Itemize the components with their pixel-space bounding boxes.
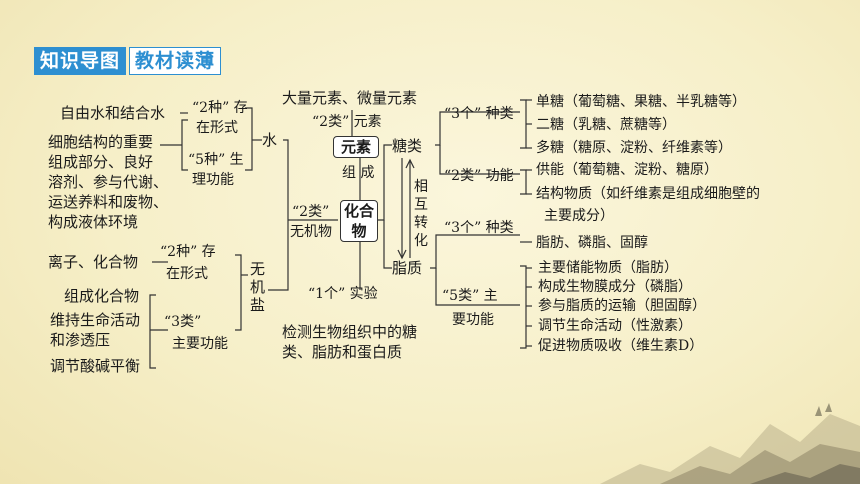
conversion-2: 互 — [414, 197, 428, 213]
lipid-types: 脂肪、磷脂、固醇 — [536, 235, 648, 251]
lipid-five-types-2: 要功能 — [452, 312, 494, 328]
conversion-1: 相 — [414, 179, 428, 195]
salt-title-2: 机 — [250, 278, 266, 296]
inorganic-label: “2类” — [292, 204, 330, 220]
salt-func-1: 组成化合物 — [64, 287, 140, 305]
lipid-func-2: 构成生物膜成分（磷脂） — [538, 279, 692, 295]
elements-type-label: “2类” 元素 — [312, 114, 382, 130]
lipid-func-5: 促进物质吸收（维生素D） — [538, 338, 704, 354]
lipid-func-1: 主要储能物质（脂肪） — [538, 260, 678, 276]
water-func-3: 溶剂、参与代谢、 — [48, 173, 169, 191]
compound-box: 化合物 — [340, 200, 378, 242]
conversion-4: 化 — [414, 233, 428, 249]
sugar-type-2: 二糖（乳糖、蔗糖等） — [536, 117, 676, 133]
experiment-text-2: 类、脂肪和蛋白质 — [282, 343, 403, 361]
experiment-label: “1个” 实验 — [308, 286, 378, 302]
lipid-three-types: “3个” 种类 — [444, 220, 514, 236]
water-func-2: 组成部分、良好 — [48, 153, 154, 171]
banner-knowledge-map: 知识导图 — [34, 47, 127, 75]
salt-two-forms: “2种” 存 — [160, 244, 216, 260]
lipid-title: 脂质 — [392, 259, 423, 277]
inorganic-sub: 无机物 — [290, 224, 332, 240]
banner-textbook-reading: 教材读薄 — [129, 47, 222, 75]
water-two-forms-2: 在形式 — [196, 120, 238, 136]
water-func-1: 细胞结构的重要 — [48, 133, 154, 151]
water-five-func: “5种” 生 — [188, 152, 244, 168]
salt-func-3: 和渗透压 — [50, 331, 111, 349]
sugar-three-types: “3个” 种类 — [444, 106, 514, 122]
salt-three-type: “3类” — [164, 314, 202, 330]
sugar-func-2: 结构物质（如纤维素是组成细胞壁的 — [536, 186, 760, 202]
water-func-4: 运送养料和废物、 — [48, 193, 169, 211]
sugar-type-3: 多糖（糖原、淀粉、纤维素等） — [536, 140, 732, 156]
section-banner: 知识导图 教材读薄 — [34, 47, 222, 75]
sugar-func-1: 供能（葡萄糖、淀粉、糖原） — [536, 162, 718, 178]
landscape-decoration — [600, 403, 860, 484]
lipid-func-3: 参与脂质的运输（胆固醇） — [538, 298, 706, 314]
sugar-two-func: “2类” 功能 — [444, 168, 514, 184]
salt-ions: 离子、化合物 — [48, 253, 139, 271]
sugar-type-1: 单糖（葡萄糖、果糖、半乳糖等） — [536, 94, 746, 110]
sugar-func-3: 主要成分） — [544, 208, 614, 224]
water-title: 水 — [262, 131, 278, 149]
elements-box: 元素 — [333, 136, 379, 158]
salt-func-4: 调节酸碱平衡 — [50, 357, 141, 375]
water-func-5: 构成液体环境 — [48, 213, 139, 231]
water-two-forms: “2种” 存 — [192, 100, 248, 116]
elements-top-text: 大量元素、微量元素 — [282, 89, 418, 107]
sugar-title: 糖类 — [392, 137, 423, 155]
salt-two-forms-2: 在形式 — [166, 266, 208, 282]
lipid-func-4: 调节生命活动（性激素） — [538, 318, 692, 334]
salt-title-1: 无 — [250, 260, 266, 278]
salt-title-3: 盐 — [250, 296, 266, 314]
conversion-3: 转 — [414, 215, 428, 231]
lipid-five-types: “5类” 主 — [442, 288, 498, 304]
water-free-bound: 自由水和结合水 — [60, 104, 166, 122]
water-five-func-2: 理功能 — [192, 172, 234, 188]
salt-three-type-2: 主要功能 — [172, 336, 228, 352]
salt-func-2: 维持生命活动 — [50, 311, 141, 329]
experiment-text-1: 检测生物组织中的糖 — [282, 323, 418, 341]
composition-label: 组 成 — [342, 165, 375, 181]
